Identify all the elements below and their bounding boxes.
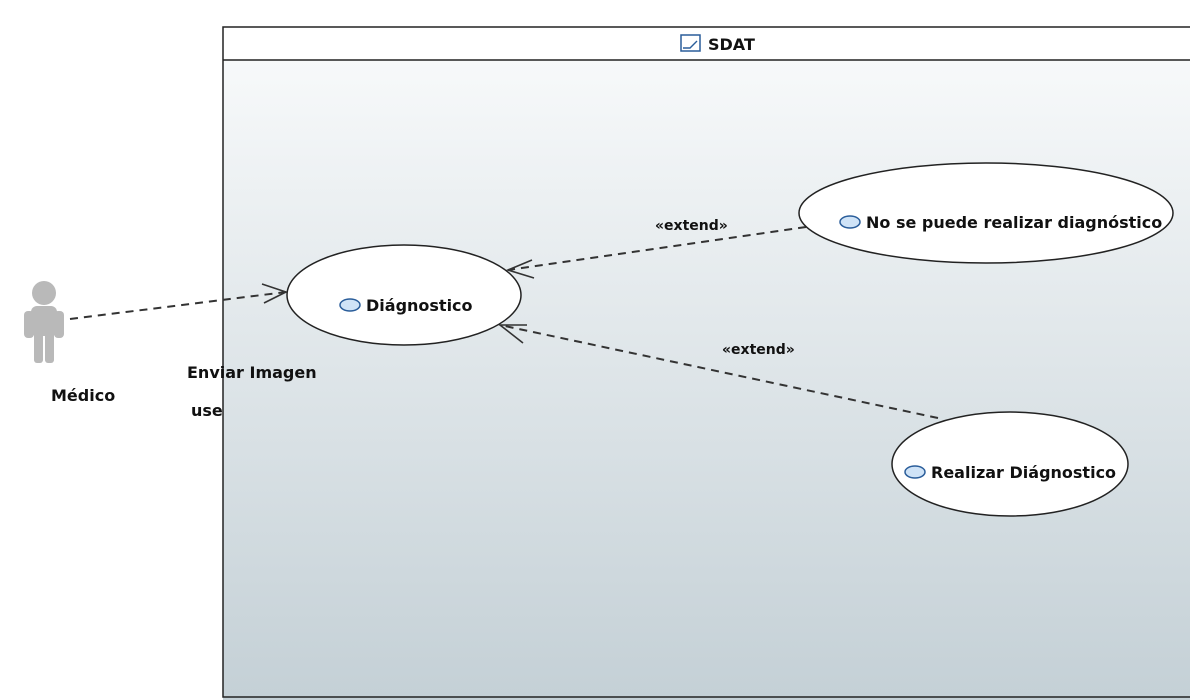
use-case-no-realizar[interactable]: No se puede realizar diagnóstico <box>798 162 1174 264</box>
actor-name: Médico <box>51 386 115 405</box>
association-name: Enviar Imagen <box>187 363 317 382</box>
extend-connector-realizar[interactable] <box>497 324 939 419</box>
use-case-label: No se puede realizar diagnóstico <box>866 213 1162 232</box>
package-diagram-icon <box>680 34 701 52</box>
extend-label: «extend» <box>655 218 728 234</box>
system-title: SDAT <box>708 35 755 54</box>
connector-actor-diagnostico[interactable] <box>69 283 289 320</box>
use-case-diagnostico[interactable]: Diágnostico <box>286 244 522 346</box>
association-stereotype: use <box>191 401 223 420</box>
use-case-icon <box>339 298 361 312</box>
system-body <box>223 60 1190 700</box>
system-header <box>223 27 1190 60</box>
system-frame-border <box>222 26 1190 698</box>
system-boundary[interactable]: SDAT <box>222 26 1190 700</box>
use-case-label: Diágnostico <box>366 296 473 315</box>
extend-connector-no-realizar[interactable] <box>505 226 807 279</box>
extend-label: «extend» <box>722 342 795 358</box>
use-case-icon <box>839 215 861 229</box>
use-case-icon <box>904 465 926 479</box>
use-case-realizar[interactable]: Realizar Diágnostico <box>891 411 1129 517</box>
use-case-label: Realizar Diágnostico <box>931 463 1116 482</box>
actor-medico[interactable]: Médico <box>24 281 115 405</box>
actor-person-icon <box>24 281 64 363</box>
